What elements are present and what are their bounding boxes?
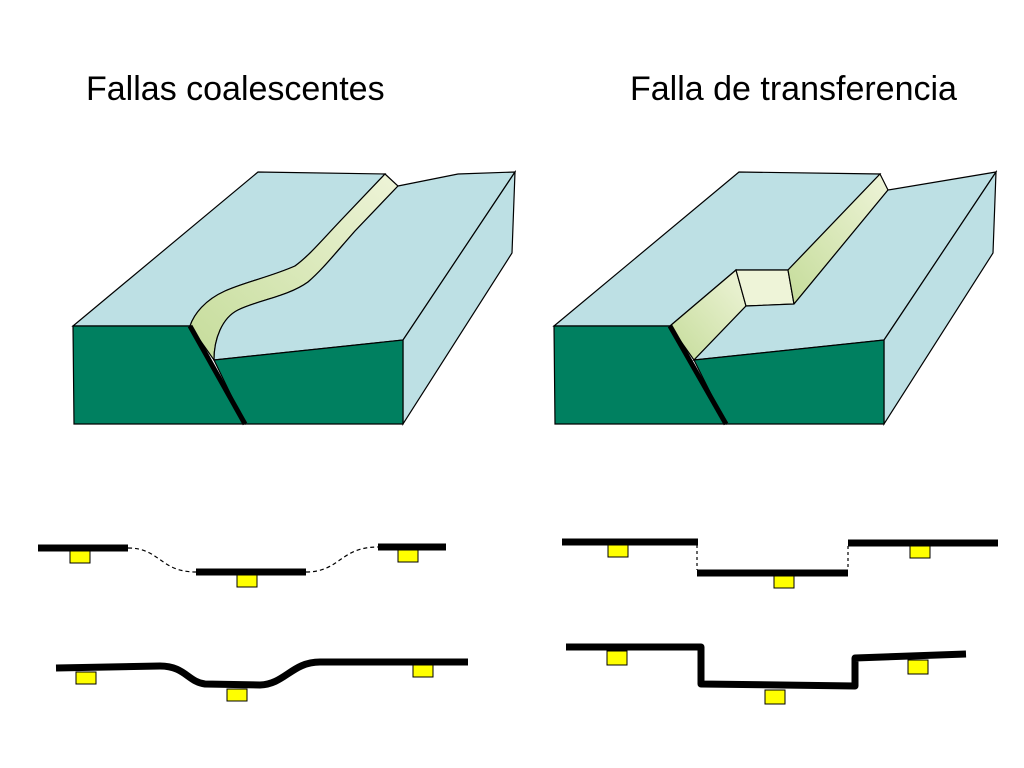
block-coalescing-faults: [71, 169, 517, 427]
block-transfer-fault: [552, 169, 998, 427]
profile-transfer-separate: [562, 538, 998, 589]
marker: [397, 549, 419, 563]
dashed-connector-left: [127, 547, 197, 573]
marker: [69, 550, 91, 564]
title-falla-de-transferencia: Falla de transferencia: [630, 70, 957, 108]
marker: [607, 544, 629, 558]
linked-fault-trace: [566, 643, 967, 690]
linked-fault-trace: [55, 658, 468, 689]
transfer-fault-face: [735, 269, 795, 307]
marker: [236, 574, 258, 588]
profile-coalescing-linked: [55, 658, 468, 702]
marker: [909, 545, 931, 559]
profile-coalescing-separate: [38, 543, 446, 588]
marker: [764, 689, 786, 705]
marker: [773, 575, 795, 589]
dashed-connector-right: [305, 546, 379, 573]
marker: [606, 650, 628, 666]
fault-trace: [187, 324, 248, 426]
fault-trace: [667, 324, 729, 426]
marker: [907, 659, 929, 675]
marker: [412, 664, 434, 678]
marker: [226, 688, 248, 702]
hangingwall-top-surface: [213, 171, 517, 361]
title-fallas-coalescentes: Fallas coalescentes: [86, 70, 385, 108]
profile-transfer-linked: [566, 643, 967, 705]
marker: [75, 671, 97, 685]
